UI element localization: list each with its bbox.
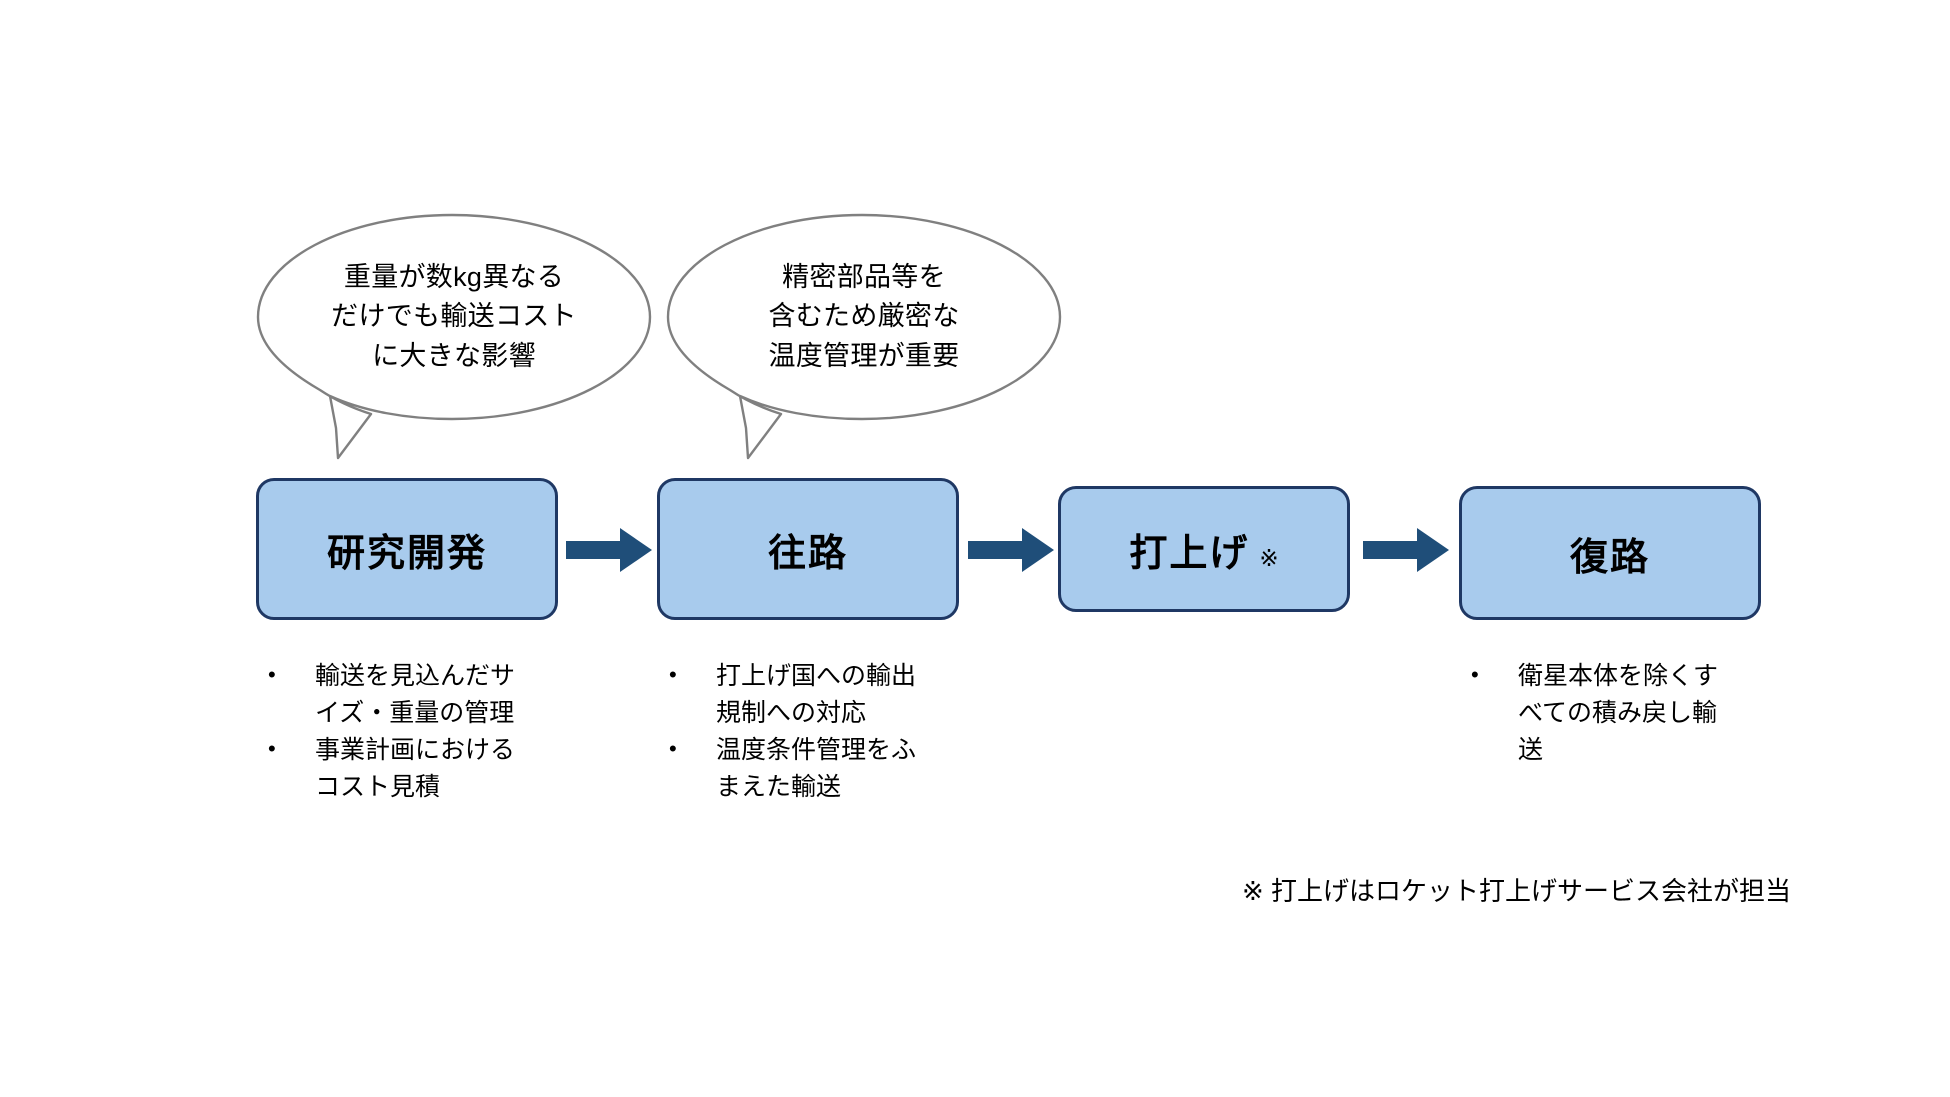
list-item: • 衛星本体を除くす べての積み戻し輸 送 — [1465, 658, 1795, 769]
arrow-outbound-to-launch — [968, 528, 1054, 572]
arrow-research-to-outbound — [566, 528, 652, 572]
process-box-launch[interactable]: 打上げ ※ — [1058, 486, 1350, 612]
bullet-marker-icon: • — [268, 662, 276, 687]
list-item-text: 打上げ国への輸出 規制への対応 — [716, 662, 917, 727]
callout-bubble-temperature-text: 精密部品等を 含むため厳密な 温度管理が重要 — [768, 262, 960, 371]
callout-bubble-weight-cost-text: 重量が数kg異なる だけでも輸送コスト に大きな影響 — [331, 262, 577, 371]
footnote-text: ※ 打上げはロケット打上げサービス会社が担当 — [1242, 876, 1792, 906]
bullet-marker-icon: • — [669, 662, 677, 687]
arrow-launch-to-return — [1363, 528, 1449, 572]
list-item: • 打上げ国への輸出 規制への対応 — [663, 658, 993, 732]
list-item: • 事業計画における コスト見積 — [262, 732, 592, 806]
reference-mark-icon: ※ — [1259, 544, 1279, 571]
process-label-text: 研究開発 — [326, 532, 487, 575]
process-label-text: 打上げ — [1129, 532, 1250, 575]
bullet-list-return: • 衛星本体を除くす べての積み戻し輸 送 — [1465, 658, 1795, 769]
list-item-text: 衛星本体を除くす べての積み戻し輸 送 — [1518, 662, 1719, 764]
process-box-research-development[interactable]: 研究開発 — [256, 478, 558, 620]
bullet-marker-icon: • — [1471, 662, 1479, 687]
process-box-return[interactable]: 復路 — [1459, 486, 1761, 620]
process-label-text: 往路 — [767, 532, 848, 575]
callout-bubble-temperature-shape — [666, 213, 1062, 460]
callout-bubble-weight-cost: 重量が数kg異なる だけでも輸送コスト に大きな影響 — [256, 213, 652, 460]
list-item: • 温度条件管理をふ まえた輸送 — [663, 732, 993, 806]
list-item-text: 事業計画における コスト見積 — [315, 736, 516, 801]
callout-bubble-temperature: 精密部品等を 含むため厳密な 温度管理が重要 — [666, 213, 1062, 460]
callout-bubble-weight-cost-shape — [256, 213, 652, 460]
list-item-text: 輸送を見込んだサ イズ・重量の管理 — [315, 662, 516, 727]
process-box-return-label: 復路 — [1570, 526, 1650, 581]
process-box-launch-label: 打上げ ※ — [1129, 522, 1278, 577]
list-item: • 輸送を見込んだサ イズ・重量の管理 — [262, 658, 592, 732]
process-box-outbound-label: 往路 — [768, 522, 848, 577]
bullet-list-outbound: • 打上げ国への輸出 規制への対応 • 温度条件管理をふ まえた輸送 — [663, 658, 993, 806]
bullet-marker-icon: • — [669, 736, 677, 761]
bullet-marker-icon: • — [268, 736, 276, 761]
process-label-text: 復路 — [1569, 536, 1650, 579]
process-box-research-development-label: 研究開発 — [327, 522, 487, 577]
process-box-outbound[interactable]: 往路 — [657, 478, 959, 620]
list-item-text: 温度条件管理をふ まえた輸送 — [716, 736, 917, 801]
bullet-list-research-development: • 輸送を見込んだサ イズ・重量の管理 • 事業計画における コスト見積 — [262, 658, 592, 806]
